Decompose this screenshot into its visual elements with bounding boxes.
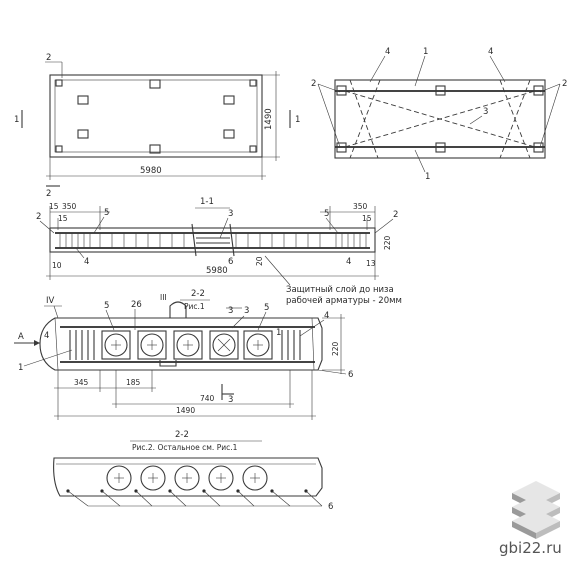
ls-dim-20: 20 <box>255 256 264 266</box>
watermark-logo-icon <box>512 481 560 539</box>
cs-mark-1-right: 1 <box>276 328 281 338</box>
cs-voids <box>101 330 273 360</box>
scheme-outline <box>334 79 546 159</box>
ls-mark-4-right: 4 <box>346 257 351 267</box>
scheme-label-2-right: 2 <box>562 79 567 89</box>
cs-mark-26: 26 <box>131 300 142 310</box>
watermark-text: gbi22.ru <box>499 539 562 557</box>
plan-section-mark-right: 1 <box>295 115 300 125</box>
cs-mark-A: A <box>18 332 24 342</box>
ls-mark-2-left: 2 <box>36 212 41 222</box>
ls-dim-350-a: 350 <box>62 202 77 211</box>
cs-lifting-loop <box>169 301 187 318</box>
ls-mark-5-right: 5 <box>324 209 329 219</box>
plan-length-dim: 5980 <box>140 166 162 176</box>
plan-width-dim: 1490 <box>264 108 274 130</box>
cs-title: 2-2 <box>191 289 205 299</box>
ls-dim-15-b: 15 <box>58 214 68 223</box>
plan-bottom-ref: 2 <box>46 189 51 199</box>
ls-dim-15-c: 15 <box>362 214 372 223</box>
scheme-label-4-left: 4 <box>385 47 390 57</box>
s2-voids <box>106 465 268 491</box>
plan-section-mark-left: 1 <box>14 115 19 125</box>
long-section-stirrups <box>59 233 367 248</box>
s2-outline <box>53 457 323 497</box>
long-section: 1-1 <box>36 197 402 306</box>
scheme-label-2-left: 2 <box>311 79 316 89</box>
cs-mark-5-right: 5 <box>264 303 269 313</box>
cs-mark-3-bottom: 3 <box>228 395 233 405</box>
cs-mark-5-left: 5 <box>104 301 109 311</box>
scheme-label-1-top: 1 <box>423 47 428 57</box>
ls-dim-5980: 5980 <box>206 266 228 276</box>
ls-dim-15-a: 15 <box>49 202 59 211</box>
cs-dim-1490: 1490 <box>176 406 195 415</box>
cs-end-ribs <box>69 330 301 360</box>
long-section-title: 1-1 <box>200 197 214 207</box>
ls-cover-note-1: Защитный слой до низа <box>286 285 394 295</box>
cs-dim-185: 185 <box>126 378 141 387</box>
long-section-outline <box>49 227 376 253</box>
plan-ref-mark: 2 <box>46 53 51 63</box>
ls-mark-4-left: 4 <box>84 257 89 267</box>
reinforcement-scheme: 2 2 4 4 1 1 3 <box>311 47 567 182</box>
cs-mark-III: III <box>160 293 167 302</box>
cs-subtitle: Рис.1 <box>184 302 205 311</box>
s2-title: 2-2 <box>175 430 189 440</box>
plan-inner-outline <box>54 79 258 153</box>
cs-dim-345: 345 <box>74 378 89 387</box>
cs-dim-220: 220 <box>331 341 340 356</box>
plan-outline <box>49 74 263 158</box>
ls-dim-220: 220 <box>383 235 392 250</box>
cs-outline <box>39 317 323 371</box>
plan-view: 2 1 1 5980 1490 2 <box>14 53 300 199</box>
cs-dim-740: 740 <box>200 394 215 403</box>
cross-section: 2-2 Рис.1 <box>14 289 353 420</box>
ls-mark-2-right: 2 <box>393 210 398 220</box>
scheme-label-4-right: 4 <box>488 47 493 57</box>
cs-mark-4-right: 4 <box>324 311 329 321</box>
ls-dim-350-b: 350 <box>353 202 368 211</box>
cs-mark-IV: IV <box>46 296 55 306</box>
scheme-label-1-bottom: 1 <box>425 172 430 182</box>
ls-mark-5-left: 5 <box>104 208 109 218</box>
s2-subtitle: Рис.2. Остальное см. Рис.1 <box>132 443 238 452</box>
cs-mark-1: 1 <box>18 363 23 373</box>
ls-cover-note-2: рабочей арматуры - 20мм <box>286 296 402 306</box>
cs-mark-6: 6 <box>348 370 353 380</box>
ls-dim-10: 10 <box>52 261 62 270</box>
watermark: gbi22.ru <box>499 481 562 557</box>
cs-mark-4-left: 4 <box>44 331 49 341</box>
cs-mark-3-left: 3 <box>228 306 233 316</box>
s2-mark-6: 6 <box>328 502 333 512</box>
ls-dim-13: 13 <box>366 259 376 268</box>
ls-mark-6: 6 <box>228 257 233 267</box>
ls-mark-3: 3 <box>228 209 233 219</box>
plan-loop-markers <box>55 79 257 154</box>
section-2: 2-2 Рис.2. Остальное см. Рис.1 <box>53 430 333 512</box>
scheme-label-3: 3 <box>483 107 488 117</box>
cs-mark-3-right: 3 <box>244 306 249 316</box>
